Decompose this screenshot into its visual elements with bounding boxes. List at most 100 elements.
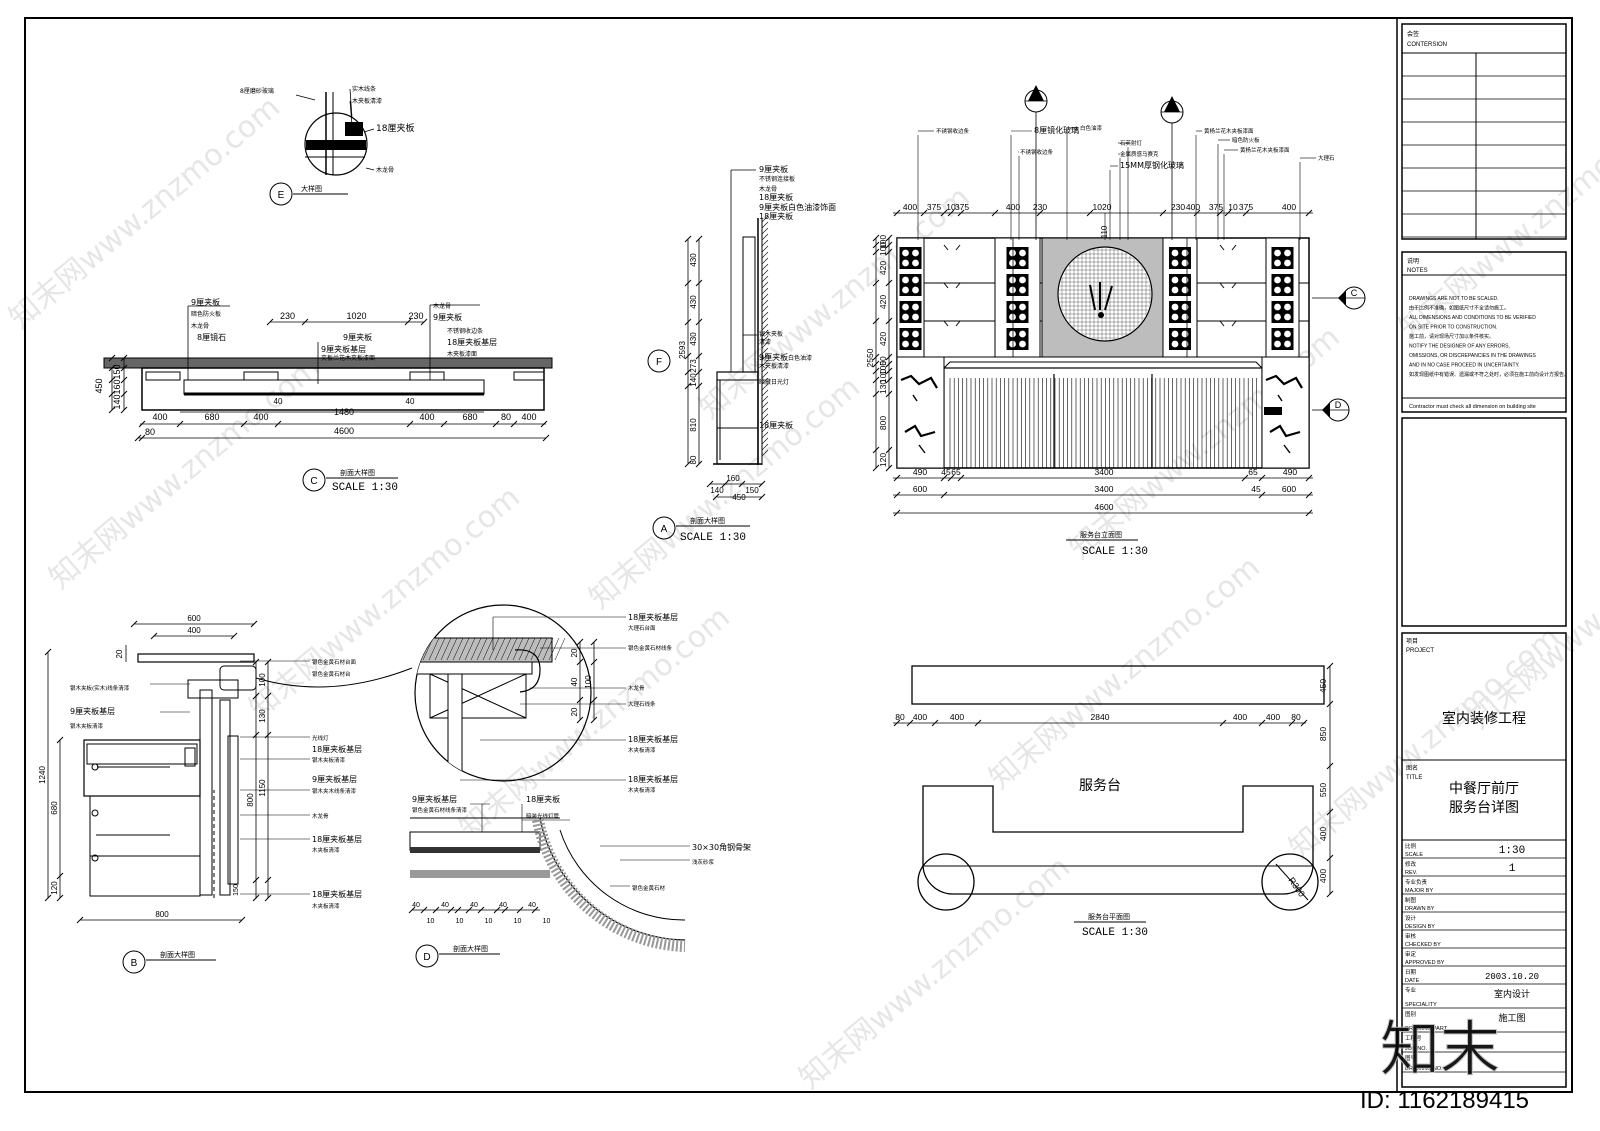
plan-dim-top: 2840 [1091,712,1110,722]
elevation-dim-top: 10 [1228,202,1238,212]
notes-line: 由于比例不准确，如图纸尺寸不全请勿施工。 [1409,305,1509,312]
view-b-dim-right: 800 [246,793,255,807]
notes-line: ALL DIMENSIONS AND CONDITIONS TO BE VERI… [1409,315,1536,321]
view-a-label: 木夹板清漆 [759,362,789,370]
view-b-dim-right: 150 [233,884,240,896]
elevation-dim-top: 400 [1006,202,1020,212]
view-c-label: 不锈钢收边条 [447,327,483,335]
view-d-label-top: 木夹板清漆 [628,746,656,754]
view-b-dim-bottom: 800 [155,910,169,919]
view-a-label: 清漆 [759,338,771,346]
elevation-label: 暗色防火板 [1232,136,1260,144]
view-b-mark: B [131,958,138,969]
view-b-label-right: 18厘夹板基层 [312,744,362,754]
elevation-label: 黄杨兰花木夹板漆面 [1240,146,1290,154]
view-a-label: 18厘夹板 [759,420,793,430]
view-d-section: 18厘夹板基层大理石台面银色金黄石材线条木龙骨大理石线条18厘夹板基层木夹板清漆… [408,604,751,968]
plan-dim-top: 400 [1233,712,1247,722]
view-c-dim-side: 160 [112,379,122,394]
view-c-section: 9厘夹板暗色防火板木龙骨9厘夹板8厘镜石9厘夹板基层夹板兰花木夹板漆面木龙骨9厘… [94,297,553,494]
elevation-dim-left: 800 [878,416,888,430]
contersion-label-cn: 会签 [1407,30,1419,38]
view-b-dim-left: 1240 [38,766,47,784]
view-c-label: 9厘夹板 [343,332,372,342]
title-label-en: TITLE [1406,775,1422,781]
view-d-label-top: 木龙骨 [628,684,645,692]
elevation-dim-top: 375 [1239,202,1253,212]
view-d-dim-bottom: 10 [485,918,493,925]
elevation-label: 金属质感马赛克 [1120,150,1159,158]
sheet-border [24,17,1573,1093]
view-d-dim-bottom: 40 [499,902,507,909]
view-a-label: 暗藏日光灯 [759,378,789,386]
elevation-dim-b1: 490 [1283,467,1297,477]
view-d-dim-bottom: 40 [528,902,536,909]
elevation-dim-b3: 4600 [1095,502,1114,512]
tb-row-label-en: MAJOR BY [1405,888,1433,894]
notes-line: DRAWINGS ARE NOT TO BE SCALED. [1409,296,1499,302]
elevation-dim-left: 100 [878,242,888,256]
view-a-dim-left: 810 [689,418,698,432]
view-d-label-top: 木夹板清漆 [628,786,656,794]
tb-row-label-cn: 审定 [1405,950,1417,958]
plan-dim-right: 450 [1318,679,1328,693]
view-a-dim-bottom: 150 [745,486,759,495]
notes-line: ON SITE PRIOR TO CONSTRUCTION. [1409,325,1497,331]
view-d-label-top: 大理石线条 [628,700,656,708]
elevation-dim-b1: 65 [1248,467,1258,477]
notes-label-en: NOTES [1407,268,1428,274]
elevation-label: 不锈钢收边条 [936,127,970,135]
tb-row-label-cn: 修改 [1405,860,1417,868]
tb-row-label-cn: 专业负责 [1405,878,1428,886]
elevation-label: 黄杨兰花木夹板漆面 [1204,127,1254,135]
tb-row-label-en: JOB NO. [1405,1046,1427,1052]
plan-dim-right: 400 [1318,827,1328,841]
view-a-dim-left: 273 [689,359,698,373]
view-b-dim-left: 680 [50,801,59,815]
elevation-dim-left: 120 [878,453,888,467]
view-a-dim-bottom: 450 [732,493,746,502]
view-c-label: 9厘夹板基层 [321,344,366,354]
view-d-label-bottom: 银色金黄石材线条清漆 [412,806,468,814]
view-c-dim-mid: 680 [462,412,477,422]
notes-line: NOTIFY THE DESIGNER OF ANY ERRORS, [1409,344,1510,350]
elevation-dim-left: 420 [878,295,888,309]
title-value-line2: 服务台详图 [1449,800,1519,816]
elevation-dim-b1: 3400 [1095,467,1114,477]
view-d-dim-right: 100 [584,675,593,689]
watermark-layer: 知末网www.znzmo.com知末网www.znzmo.com知末网www.z… [3,90,1600,1096]
view-d-dim-bottom: 40 [412,902,420,909]
view-a-dim-bottom: 140 [710,486,724,495]
view-c-dim-inner: 40 [406,397,415,406]
plan-dim-top: 400 [950,712,964,722]
view-a-label: 不锈钢连接板 [759,175,795,183]
view-c-dim-mid: 400 [419,412,434,422]
tb-row-label-cn: 专业 [1405,986,1417,994]
view-e-label: 18厘夹板 [376,122,414,134]
view-d-dim-right: 20 [570,648,579,657]
tb-row-value: 2003.10.20 [1485,972,1539,982]
tb-row-value: 施工图 [1498,1012,1525,1024]
view-d-dim-bottom: 10 [514,918,522,925]
view-b-label-right: 9厘夹板基层 [312,774,357,784]
view-a-scale: SCALE 1:30 [680,532,746,544]
plan-scale: SCALE 1:30 [1082,927,1148,939]
plan-dim-top: 400 [1266,712,1280,722]
view-c-dim-top: 230 [280,311,295,321]
view-b-label-right: 木夹板清漆 [312,902,340,910]
view-b-dim-right: 1150 [258,779,267,797]
elevation-dim-left: 100 [878,369,888,383]
view-a-side-mark: F [656,357,662,368]
view-d-label-top: 18厘夹板基层 [628,734,678,744]
view-b-label-right: 银木夹板清漆 [312,756,346,764]
elevation-dim-b1: 490 [913,467,927,477]
view-a-dim-left: 430 [689,332,698,346]
view-c-dim-bottom: 80 [145,427,155,437]
view-b-label-left: 9厘夹板基层 [70,706,115,716]
view-d-dim-bottom: 10 [427,918,435,925]
view-d-label-bottom: 30×30角钢骨架 [692,842,751,852]
tb-row-label-en: SCALE [1405,852,1423,858]
tb-row-value: 室内设计 [1494,988,1530,1000]
